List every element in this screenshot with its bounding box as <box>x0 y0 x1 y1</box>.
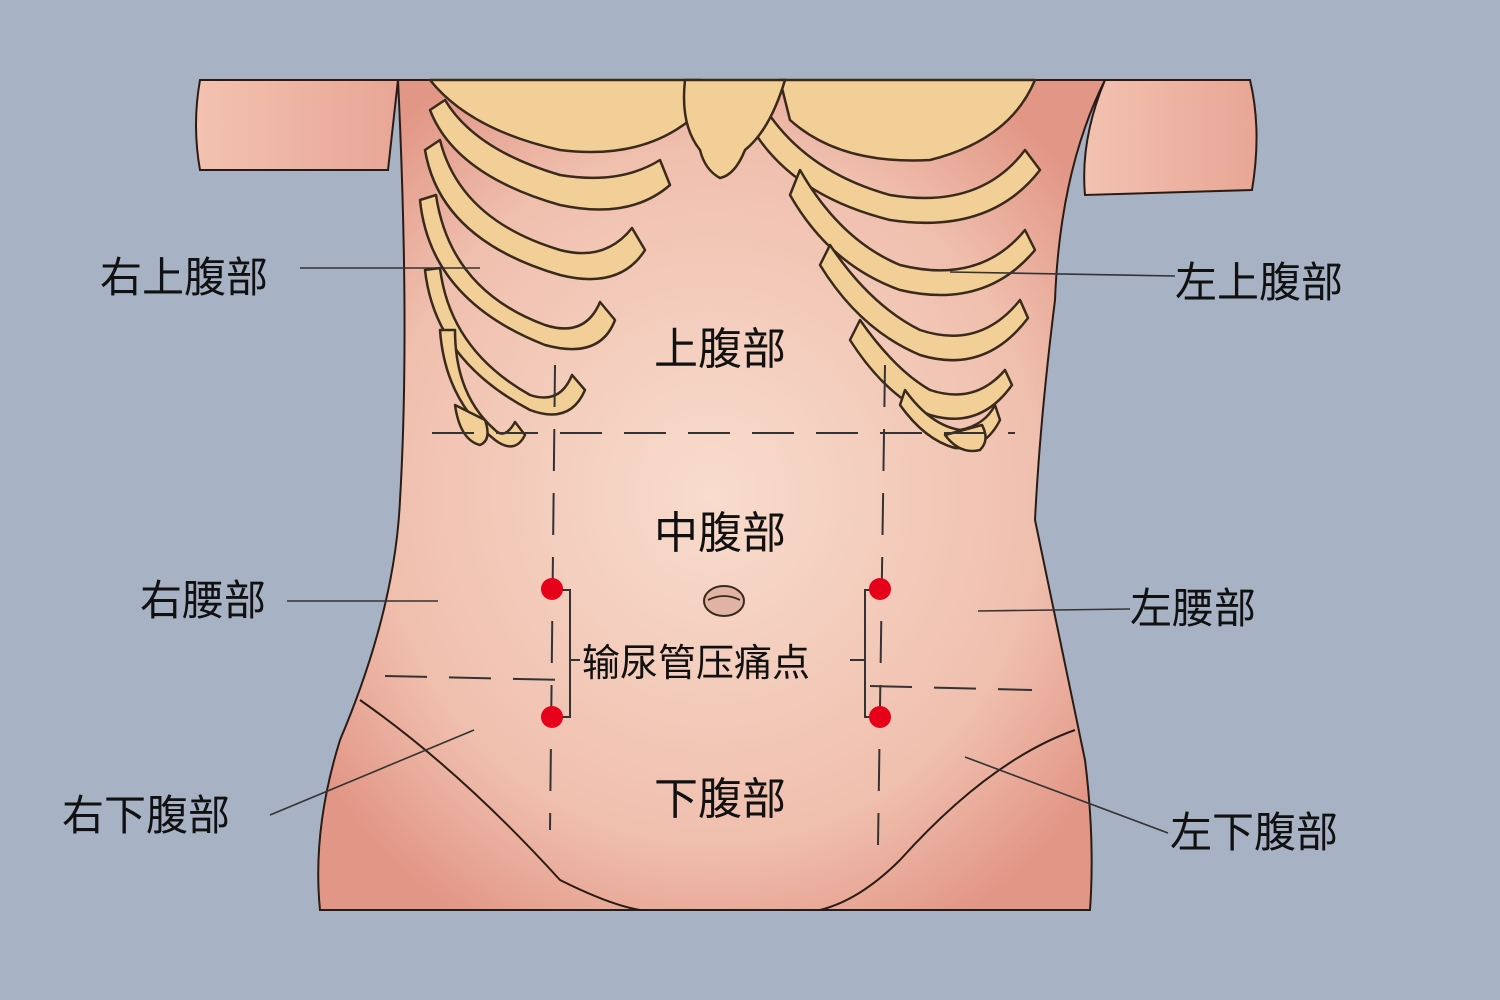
tender-point-left-upper <box>869 578 891 600</box>
label-epigastric: 上腹部 <box>654 324 786 375</box>
leader-right-lower <box>269 729 475 816</box>
label-right-lower: 右下腹部 <box>62 791 231 840</box>
tender-point-right-upper <box>541 578 563 600</box>
label-ureter-point: 输尿管压痛点 <box>582 641 811 685</box>
label-left-lower: 左下腹部 <box>1170 808 1339 857</box>
leader-left-upper <box>949 271 1176 277</box>
leader-lines <box>269 267 1176 834</box>
right-arm <box>195 79 400 171</box>
tender-point-right-lower <box>541 706 563 728</box>
label-umbilical: 中腹部 <box>654 508 786 559</box>
label-right-upper: 右上腹部 <box>100 253 269 302</box>
label-hypogastric: 下腹部 <box>654 774 786 825</box>
label-left-lumbar: 左腰部 <box>1130 584 1257 633</box>
navel <box>703 585 745 617</box>
right-inguinal-line <box>359 699 641 911</box>
left-inguinal-line <box>819 729 1076 911</box>
ribcage-right <box>418 78 702 448</box>
tender-point-left-lower <box>869 706 891 728</box>
sternum <box>682 78 787 180</box>
label-right-lumbar: 右腰部 <box>140 576 267 625</box>
region-grid <box>384 364 1033 846</box>
tender-points <box>541 578 891 728</box>
ribcage-left <box>748 78 1042 453</box>
leader-left-lower <box>964 756 1169 834</box>
label-left-upper: 左上腹部 <box>1175 258 1344 307</box>
leader-left-lumbar <box>977 608 1131 612</box>
left-arm <box>1083 79 1258 197</box>
